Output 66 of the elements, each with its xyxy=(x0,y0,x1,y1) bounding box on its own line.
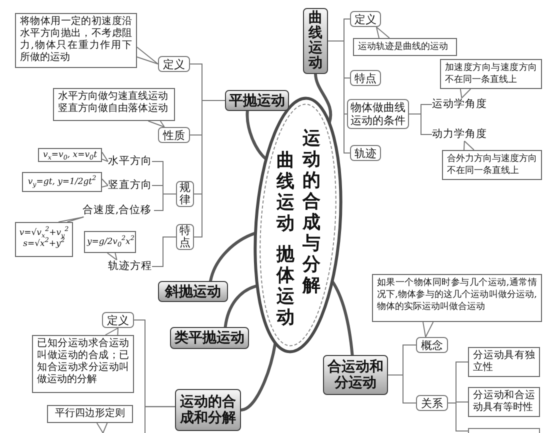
connector-line xyxy=(154,194,176,211)
branch-label: 运动学角度 xyxy=(432,98,486,111)
topic-box: 运动的合成和分解 xyxy=(175,389,241,431)
callout-tail xyxy=(96,422,108,433)
term-box: 物体做曲线运动的条件 xyxy=(347,99,409,129)
term-box: 定义 xyxy=(350,11,381,27)
vertical-title: 曲线运动 xyxy=(276,150,295,234)
vertical-title: 抛体运动 xyxy=(276,244,295,328)
callout-box: 加速度方向与速度方向不在同一条直线上 xyxy=(440,59,542,89)
formula-box: v$_{y}$=gt, y=1/2gt$^{2}$ xyxy=(22,172,102,192)
formula-box: v$_{x}$=v$_{0}$, x=v$_{0}$t xyxy=(38,148,102,162)
term-box: 定义 xyxy=(102,312,134,328)
text-box: 分运动具有独立性 xyxy=(468,347,540,377)
callout-tail xyxy=(58,216,84,222)
topic-box: 曲线运动 xyxy=(303,8,328,74)
term-box: 规律 xyxy=(176,181,194,207)
term-box: 特点 xyxy=(350,70,381,86)
connector-line xyxy=(144,406,176,433)
connector-line xyxy=(194,100,226,238)
branch-label: 动力学角度 xyxy=(432,128,486,141)
callout-tail xyxy=(422,322,434,338)
topic-box: 斜抛运动 xyxy=(158,281,228,302)
formula-box: y=g/2v$_{0}$$^{2}$x$^{2}$ xyxy=(84,231,136,253)
topic-box: 类平抛运动 xyxy=(170,327,249,349)
term-box: 概念 xyxy=(416,337,448,353)
callout-box: 合外力方向与速度方向不在同一条直线上 xyxy=(442,150,542,180)
callout-tail xyxy=(104,328,118,336)
term-box: 轨迹 xyxy=(350,145,381,161)
callout-box: 将物体用一定的初速度沿水平方向抛出，不考虑阻力,物体只在重力作用下所做的运动 xyxy=(15,13,137,68)
formula-box xyxy=(15,222,73,257)
branch-line xyxy=(314,72,332,124)
callout-box: 如果一个物体同时参与几个运动,通常情况下,物体参与的这几个运动叫做分运动,物体的实际运动叫做合运动 xyxy=(372,274,542,322)
callout-box: 平行四边形定则 xyxy=(47,405,133,423)
callout-tail xyxy=(102,178,108,188)
callout-tail xyxy=(136,46,158,64)
callout-tail xyxy=(106,252,118,260)
branch-label: 竖直方向 xyxy=(108,179,152,192)
topic-box: 合运动和分运动 xyxy=(323,355,388,395)
callout-tail xyxy=(148,120,165,128)
callout-text: 水平方向做匀速直线运动 xyxy=(58,91,169,102)
formula-text: s=√x$^{2}$+y$^{2}$ xyxy=(22,239,66,250)
connector-line xyxy=(448,402,468,432)
branch-line xyxy=(330,280,354,356)
branch-label: 水平方向 xyxy=(108,155,152,168)
callout-tail xyxy=(460,88,472,98)
branch-line xyxy=(240,342,277,412)
callout-box: 已知分运动求合运动叫做运动的合成；已知合运动求分运动叫做运动的分解 xyxy=(32,335,134,393)
vertical-title: 运动的合成与分解 xyxy=(302,128,321,296)
term-box: 定义 xyxy=(158,56,190,72)
callout-tail xyxy=(464,140,474,150)
callout-box xyxy=(53,88,175,121)
connector-line xyxy=(408,114,432,135)
text-box: 分运动和合运动具有等时性 xyxy=(468,387,540,417)
term-box: 性质 xyxy=(158,127,190,143)
text-box xyxy=(468,428,540,433)
branch-label: 合速度,合位移 xyxy=(80,204,154,217)
callout-tail xyxy=(102,152,108,162)
term-box: 特点 xyxy=(176,224,194,250)
branch-label: 轨迹方程 xyxy=(108,260,152,273)
topic-box: 平抛运动 xyxy=(225,90,289,111)
callout-box: 运动轨迹是曲线的运动 xyxy=(353,38,457,56)
term-box: 关系 xyxy=(416,395,448,411)
callout-tail xyxy=(376,26,390,38)
callout-text: 竖直方向做自由落体运动 xyxy=(58,103,169,115)
connector-line xyxy=(152,236,176,267)
connector-line xyxy=(388,374,416,404)
